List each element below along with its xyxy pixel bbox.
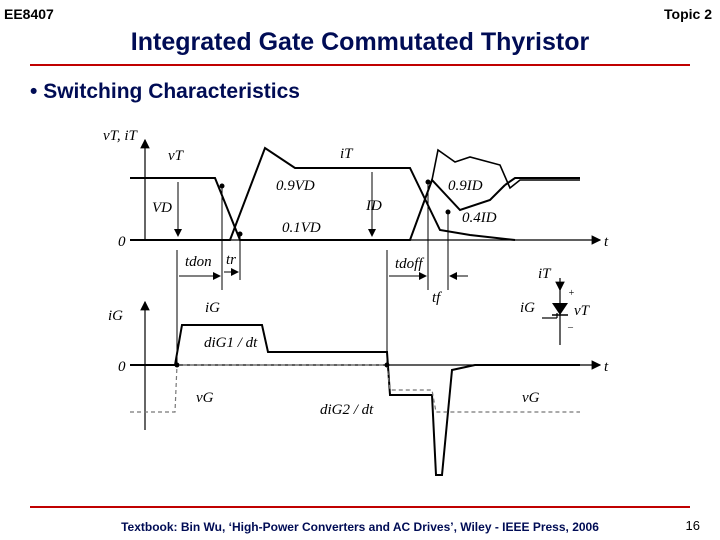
iT-waveform bbox=[130, 146, 516, 241]
symbol-iT-label: iT bbox=[538, 266, 552, 282]
tdoff-label: tdoff bbox=[395, 256, 424, 272]
iT-label: iT bbox=[340, 146, 354, 162]
tr-label: tr bbox=[226, 252, 236, 268]
tf-label: tf bbox=[432, 290, 442, 306]
diG1-label: diG1 / dt bbox=[204, 335, 258, 351]
vT-overshoot bbox=[431, 148, 580, 190]
footer-citation: Textbook: Bin Wu, ‘High-Power Converters… bbox=[121, 520, 599, 534]
tdon-label: tdon bbox=[185, 254, 212, 270]
i04-label: 0.4ID bbox=[462, 210, 497, 226]
bullet-text: Switching Characteristics bbox=[43, 80, 300, 103]
v01-label: 0.1VD bbox=[282, 220, 321, 236]
VD-label: VD bbox=[152, 200, 172, 216]
axis-bottom-label: iG bbox=[108, 308, 123, 324]
bullet-item: • Switching Characteristics bbox=[30, 80, 300, 103]
igct-symbol-icon bbox=[542, 278, 568, 345]
vT-waveform bbox=[130, 177, 506, 241]
bottom-zero-label: 0 bbox=[118, 359, 126, 375]
top-time-label: t bbox=[604, 234, 609, 250]
footer-rule bbox=[30, 506, 690, 508]
slide-title: Integrated Gate Commutated Thyristor bbox=[130, 28, 590, 56]
top-zero-label: 0 bbox=[118, 234, 126, 250]
vG-label-right: vG bbox=[522, 390, 540, 406]
diG2-label: diG2 / dt bbox=[320, 402, 374, 418]
axis-top-label: vT, iT bbox=[103, 128, 139, 144]
course-code: EE8407 bbox=[4, 6, 54, 22]
bottom-time-label: t bbox=[604, 359, 609, 375]
symbol-vT-label: vT bbox=[574, 303, 591, 319]
symbol-minus: – bbox=[567, 322, 574, 333]
marker-iG-stop bbox=[384, 362, 390, 368]
iG-waveform-label: iG bbox=[205, 300, 220, 316]
vT-label: vT bbox=[168, 148, 185, 164]
title-rule bbox=[30, 64, 690, 66]
symbol-plus: + bbox=[568, 288, 575, 299]
iG-waveform bbox=[130, 324, 580, 476]
ID-label: ID bbox=[365, 198, 382, 214]
topic-label: Topic 2 bbox=[664, 6, 712, 22]
page-number: 16 bbox=[685, 518, 700, 533]
v09-label: 0.9VD bbox=[276, 178, 315, 194]
i09-label: 0.9ID bbox=[448, 178, 483, 194]
vG-label-left: vG bbox=[196, 390, 214, 406]
marker-iG-start bbox=[174, 362, 180, 368]
vG-waveform bbox=[130, 364, 580, 413]
symbol-iG-label: iG bbox=[520, 300, 535, 316]
